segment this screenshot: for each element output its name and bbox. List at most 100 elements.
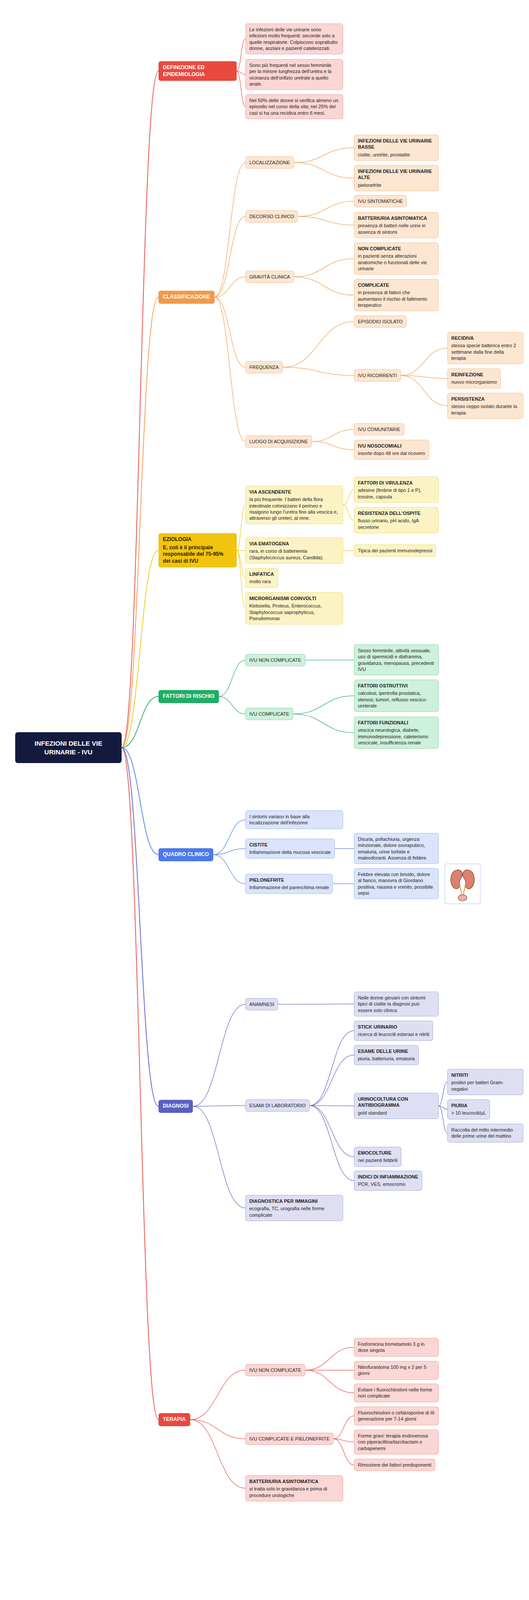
branch-connector [333, 1438, 354, 1465]
subtopic-box: FREQUENZA [245, 360, 283, 374]
topic-text: Le infezioni delle vie urinarie sono inf… [249, 26, 340, 52]
topic-heading: RESISTENZA DELL'OSPITE [357, 509, 435, 516]
branch-connector [218, 659, 246, 697]
subtopic-box: Fluorochinoloni o cefalosporine di III g… [353, 1405, 439, 1425]
topic-text: Disuria, pollachiuria, urgenza minzional… [357, 835, 435, 861]
subtopic-box: REINFEZIONEnuovo microrganismo [447, 368, 501, 389]
topic-text: INFEZIONI DELLE VIE URINARIE - IVU [21, 738, 116, 756]
topic-text: ecografia, TC, urografia nelle forme com… [249, 1204, 340, 1218]
topic-text: > 10 leucociti/µL [451, 1109, 487, 1116]
branch-connector [218, 696, 246, 714]
topic-text: Raccolta del mitto intermedio delle prim… [451, 1126, 520, 1139]
subtopic-box: Disuria, pollachiuria, urgenza minzional… [353, 832, 439, 864]
topic-text: IVU COMPLICATE [249, 710, 290, 717]
topic-text: Infiammazione della mucosa vescicale [249, 848, 331, 855]
topic-text: adesine (fimbrie di tipo 1 e P), tossine… [357, 486, 435, 500]
subtopic-box: VIA ASCENDENTEla più frequente. I batter… [245, 485, 344, 524]
subtopic-box: IVU NON COMPLICATE [245, 653, 306, 666]
branch-connector [214, 216, 246, 298]
topic-text: EPISODIO ISOLATO [357, 318, 403, 325]
topic-heading: ESAME DELLE URINE [357, 1047, 415, 1054]
subtopic-box: Sesso femminile, attività sessuale, uso … [353, 644, 439, 675]
subtopic-box: VIA EMATOGENArara, in corso di batteriem… [245, 537, 344, 564]
subtopic-box: IVU NOSOCOMIALIinsorte dopo 48 ore dal r… [353, 439, 430, 460]
subtopic-box: LINFATICAmolto rara [245, 567, 278, 588]
branch-connector [400, 347, 448, 376]
topic-text: IVU SINTOMATICHE [357, 198, 404, 205]
branch-connector [309, 1104, 354, 1157]
topic-text: DECORSO CLINICO [249, 213, 295, 220]
branch-connector [192, 1104, 246, 1106]
topic-heading: INDICI DI INFIAMMAZIONE [357, 1173, 419, 1180]
branch-connector [400, 375, 448, 379]
topic-text: PCR, VES, emocromo [357, 1180, 419, 1187]
subtopic-box: RECIDIVAstessa specie batterica entro 2 … [447, 331, 524, 364]
branch-connector [236, 550, 246, 578]
branch-connector [121, 747, 159, 855]
subtopic-box: INFEZIONI DELLE VIE URINARIE BASSEcistit… [353, 134, 439, 161]
branch-connector [236, 550, 246, 609]
topic-text: LUOGO DI ACQUISIZIONE [249, 438, 308, 445]
subtopic-box: ESAMI DI LABORATORIO [245, 1098, 310, 1111]
branch-connector [311, 441, 354, 450]
topic-text: flusso urinario, pH acido, IgA secretori… [357, 517, 435, 530]
branch-connector [400, 375, 448, 406]
branch-topic: DIAGNOSI [158, 1099, 193, 1113]
branch-connector [121, 297, 159, 748]
subtopic-box: IVU RICORRENTI [353, 369, 401, 382]
branch-connector [305, 1369, 354, 1392]
topic-text: gold standard [357, 1109, 435, 1116]
topic-heading: FATTORI OSTRUTTIVI [357, 682, 435, 689]
branch-connector [438, 1105, 448, 1133]
subtopic-box: Sono più frequenti nel sesso femminile p… [245, 59, 344, 90]
topic-text: in presenza di fattori che aumentano il … [357, 289, 435, 308]
topic-heading: BATTERIURIA ASINTOMATICA [249, 1477, 340, 1484]
branch-connector [213, 848, 246, 855]
topic-text: insorte dopo 48 ore dal ricovero [357, 449, 426, 457]
subtopic-box: Forme gravi: terapia endovenosa con pipe… [353, 1428, 439, 1454]
topic-text: stessa specie batterica entro 2 settiman… [451, 342, 520, 361]
topic-heading: CISTITE [249, 841, 331, 848]
topic-heading: VIA ASCENDENTE [249, 488, 340, 495]
subtopic-box: ANAMNESI [245, 997, 278, 1010]
topic-text: CLASSIFICAZIONE [162, 293, 211, 301]
topic-text: TERAPIA [162, 1415, 186, 1423]
branch-connector [309, 1030, 354, 1105]
topic-heading: REINFEZIONE [451, 371, 497, 378]
subtopic-box: DECORSO CLINICO [245, 210, 298, 223]
topic-text: Febbre elevata con brivido, dolore al fi… [357, 870, 435, 896]
topic-text: QUADRO CLINICO [162, 850, 209, 858]
branch-topic: CLASSIFICAZIONE [158, 290, 215, 304]
topic-text: vescica neurologica, diabete, immunodepr… [357, 726, 435, 746]
branch-connector [343, 549, 354, 551]
subtopic-box: LOCALIZZAZIONE [245, 156, 295, 169]
branch-connector [309, 1104, 354, 1106]
topic-text: Fluorochinoloni o cefalosporine di III g… [357, 1408, 435, 1422]
branch-connector [277, 1003, 354, 1005]
branch-connector [121, 696, 159, 748]
topic-text: cistite, uretrite, prostatite [357, 151, 435, 158]
subtopic-box: FATTORI DI VIRULENZAadesine (fimbrie di … [353, 476, 439, 503]
topic-text: FREQUENZA [249, 363, 279, 371]
branch-connector [305, 1368, 354, 1370]
topic-text: presenza di batteri nelle urine in assen… [357, 222, 435, 235]
subtopic-box: IVU NON COMPLICATE [245, 1363, 306, 1376]
subtopic-box: INDICI DI INFIAMMAZIONEPCR, VES, emocrom… [353, 1170, 423, 1191]
topic-text: molto rara [249, 578, 275, 585]
topic-text: Nelle donne giovani con sintomi tipici d… [357, 994, 435, 1013]
subtopic-box: Tipica dei pazienti immunodepressi [353, 544, 437, 557]
topic-text: ANAMNESI [249, 1000, 275, 1007]
branch-connector [214, 297, 246, 442]
topic-text: la più frequente. I batteri della flora … [249, 495, 340, 521]
subtopic-box: PIURIA> 10 leucociti/µL [447, 1098, 490, 1119]
topic-heading: EZIOLOGIA [162, 535, 233, 543]
branch-connector [343, 489, 354, 505]
topic-heading: VIA EMATOGENA [249, 540, 340, 547]
branch-connector [214, 276, 246, 298]
subtopic-box: IVU COMPLICATE E PIELONEFRITE [245, 1431, 334, 1445]
branch-connector [293, 713, 354, 733]
central-topic: INFEZIONI DELLE VIE URINARIE - IVU [15, 731, 122, 763]
topic-text: rara, in corso di batteriemia (Staphyloc… [249, 547, 340, 561]
subtopic-box: Raccolta del mitto intermedio delle prim… [447, 1123, 524, 1142]
topic-text: positivi per batteri Gram-negativi [451, 1078, 520, 1092]
